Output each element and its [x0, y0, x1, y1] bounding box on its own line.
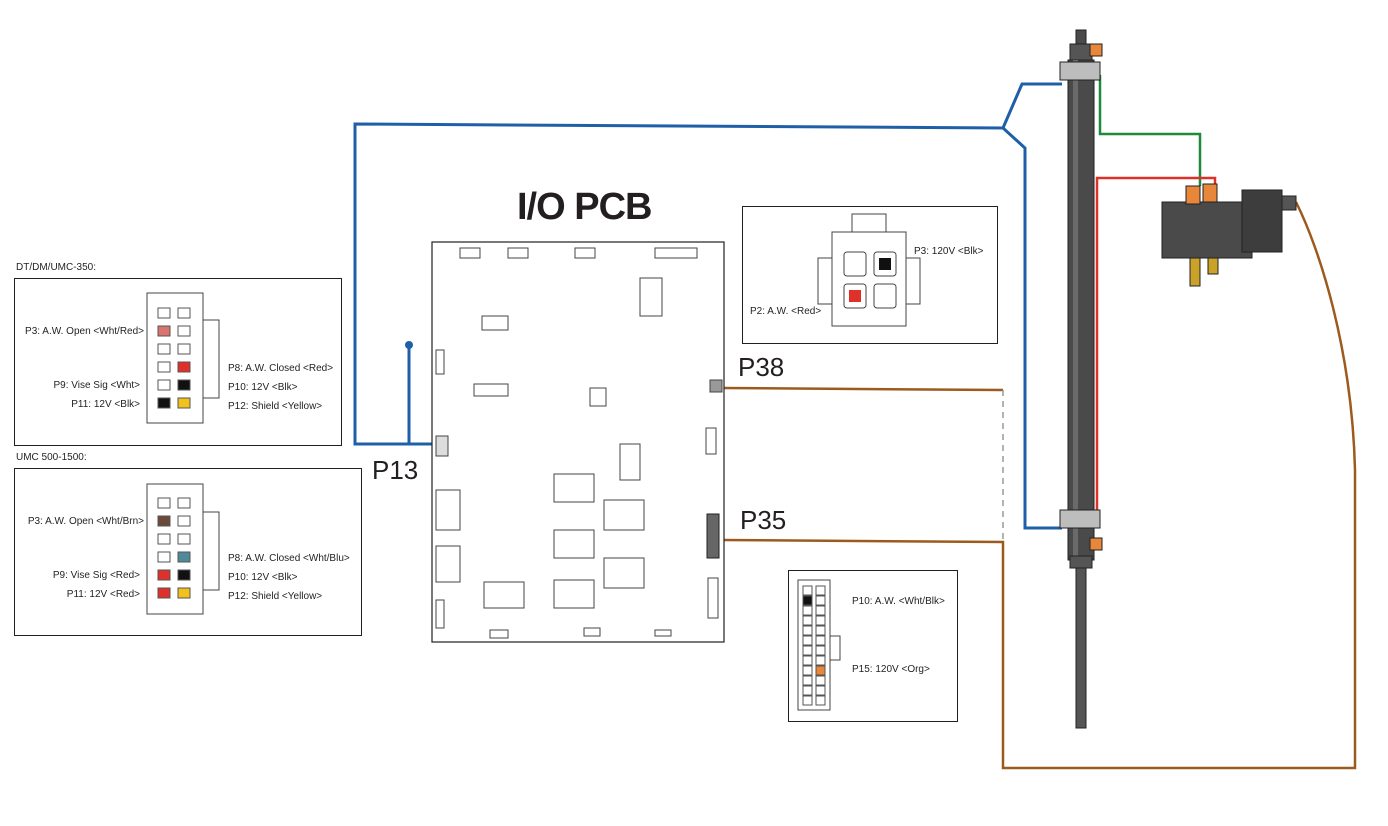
umc-label-p3: P3: A.W. Open <Wht/Brn> — [27, 516, 144, 527]
brown-wire-solenoid — [1294, 201, 1357, 471]
blue-wire — [353, 82, 1062, 446]
p35-connector-box — [788, 570, 958, 722]
io-pcb-board — [431, 241, 725, 643]
p38-connector-box — [742, 206, 998, 344]
umc-label-p9: P9: Vise Sig <Red> — [52, 570, 140, 581]
dt-label-p11: P11: 12V <Blk> — [71, 399, 140, 410]
dt-label-p3: P3: A.W. Open <Wht/Red> — [25, 326, 144, 337]
blue-wire-end — [405, 341, 413, 349]
umc-connector-box — [14, 468, 362, 636]
umc-label-p11: P11: 12V <Red> — [66, 589, 140, 600]
solenoid-valve — [1161, 183, 1297, 287]
brown-wire-p38 — [721, 386, 1004, 392]
blue-wire-branch — [1001, 126, 1062, 530]
umc-connector-heading: UMC 500-1500: — [16, 452, 87, 463]
dt-label-p9: P9: Vise Sig <Wht> — [53, 380, 140, 391]
port-label-p35: P35 — [740, 505, 787, 535]
p35-label-p15: P15: 120V <Org> — [852, 664, 930, 675]
brown-wire-p35 — [719, 470, 1357, 770]
p35-label-p10: P10: A.W. <Wht/Blk> — [852, 596, 945, 607]
dt-connector-heading: DT/DM/UMC-350: — [16, 262, 97, 273]
dt-label-p10: P10: 12V <Blk> — [228, 382, 298, 393]
dt-label-p8: P8: A.W. Closed <Red> — [228, 363, 334, 374]
air-cylinder — [1059, 29, 1103, 729]
umc-label-p10: P10: 12V <Blk> — [228, 572, 298, 583]
umc-label-p12: P12: Shield <Yellow> — [228, 591, 323, 602]
pcb-title: I/O PCB — [517, 186, 652, 228]
dt-label-p12: P12: Shield <Yellow> — [228, 401, 323, 412]
port-label-p38: P38 — [738, 352, 785, 382]
dt-connector-box — [14, 278, 342, 446]
green-wire — [1098, 75, 1202, 186]
port-label-p13: P13 — [372, 455, 419, 485]
umc-label-p8: P8: A.W. Closed <Wht/Blu> — [228, 553, 350, 564]
p38-label-p2: P2: A.W. <Red> — [750, 306, 822, 317]
p38-label-p3: P3: 120V <Blk> — [914, 246, 984, 257]
